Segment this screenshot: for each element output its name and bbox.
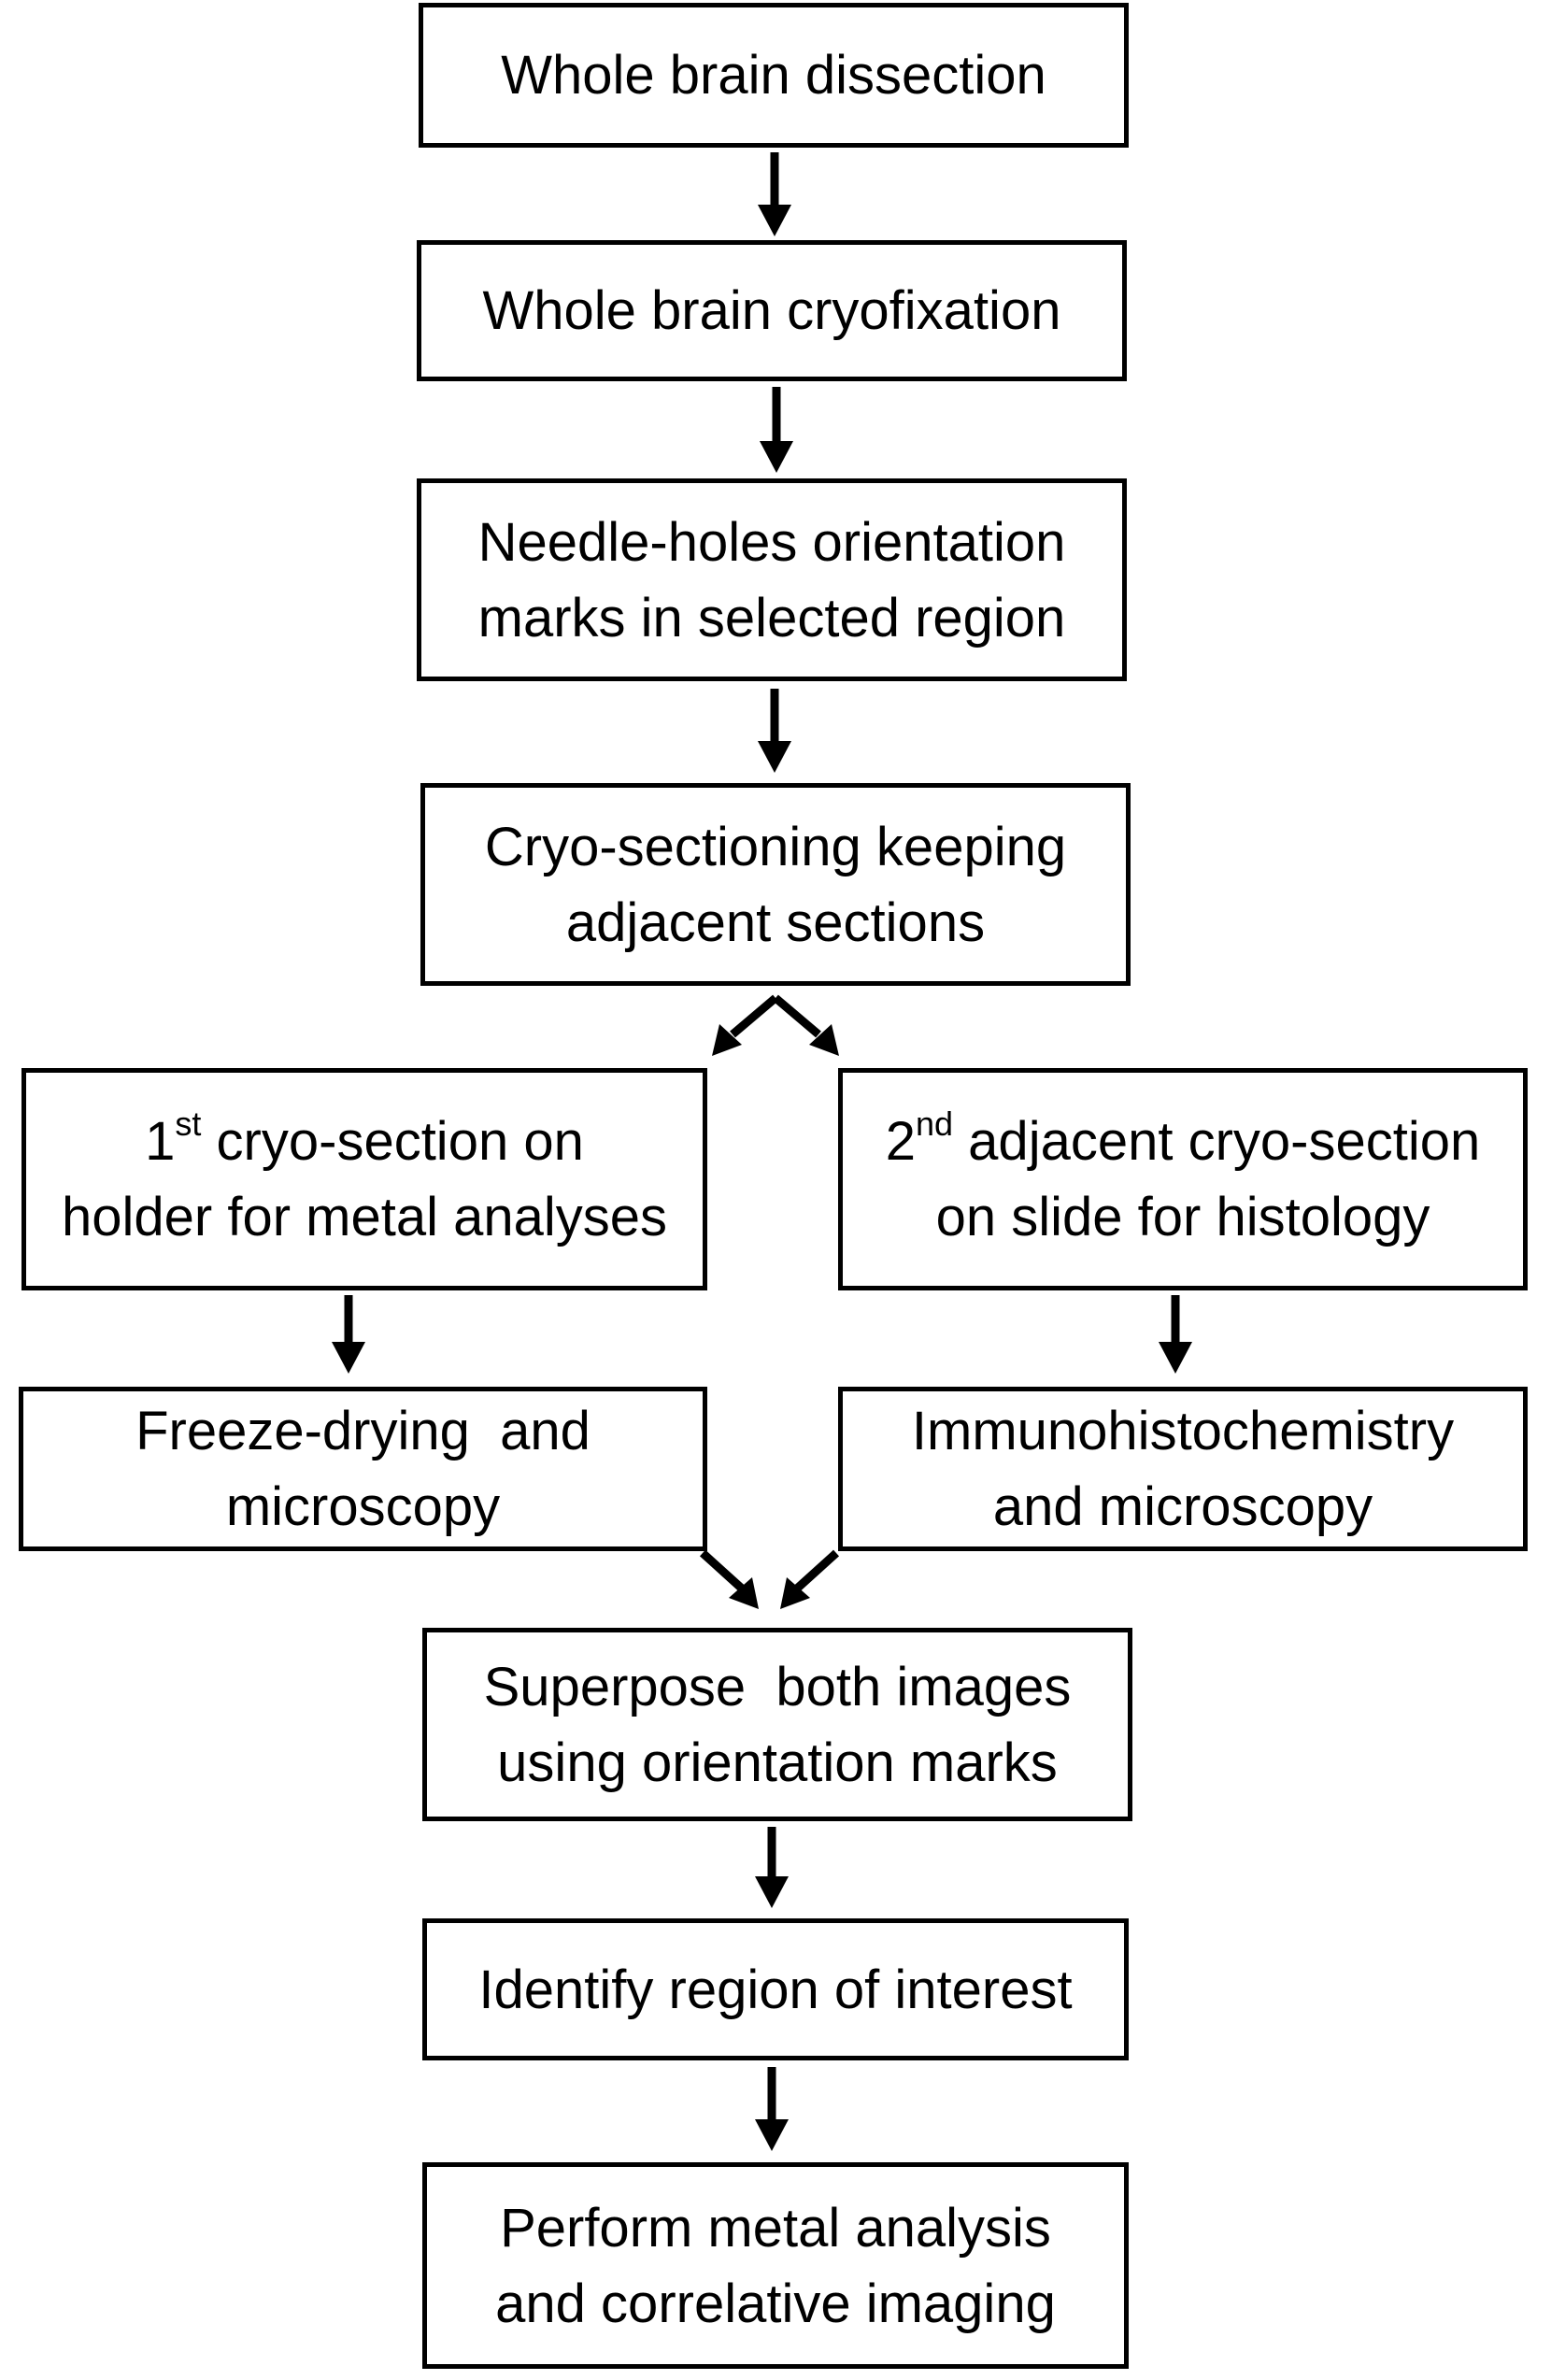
ordinal-suffix: st: [175, 1104, 202, 1143]
step-label-line1: Perform metal analysis: [500, 2197, 1051, 2259]
arrowhead: [755, 2119, 789, 2151]
ordinal-number: 2: [885, 1111, 917, 1172]
step-label-line2: and microscopy: [992, 1476, 1373, 1537]
step-label-line1: Freeze-drying and: [135, 1401, 591, 1461]
arrow-merge-from-left: [699, 1549, 746, 1592]
step-label-line1: Needle-holes orientation: [477, 511, 1066, 573]
arrowhead: [332, 1342, 365, 1374]
arrow-split-right: [773, 994, 821, 1038]
ordinal-number: 1: [145, 1111, 176, 1172]
arrowhead: [809, 1024, 839, 1056]
step-label-line2: marks in selected region: [477, 587, 1066, 648]
arrowhead: [729, 1577, 759, 1609]
step-label-line1: 1st cryo-section on: [145, 1104, 584, 1179]
step-label-line2: using orientation marks: [497, 1732, 1058, 1793]
step-cryo-sectioning: Cryo-sectioning keeping adjacent section…: [420, 783, 1131, 986]
step-label-line2: on slide for histology: [935, 1187, 1430, 1247]
step-whole-brain-dissection: Whole brain dissection: [419, 3, 1129, 148]
step-label-line2: microscopy: [225, 1476, 501, 1537]
step-label-line1-rest: adjacent cryo-section: [953, 1111, 1481, 1172]
arrowhead: [758, 205, 791, 236]
arrowhead: [712, 1024, 742, 1056]
arrowhead: [758, 741, 791, 773]
arrowhead: [755, 1876, 789, 1908]
step-label-line1: Cryo-sectioning keeping: [484, 816, 1067, 877]
step-label-line1: Immunohistochemistry: [911, 1401, 1455, 1461]
arrow-merge-from-right: [793, 1549, 840, 1592]
step-whole-brain-cryofixation: Whole brain cryofixation: [417, 240, 1127, 381]
step-identify-region-of-interest: Identify region of interest: [422, 1918, 1129, 2060]
arrow-split-left: [730, 994, 778, 1038]
arrowhead: [780, 1577, 810, 1609]
step-label-line1: Superpose both images: [483, 1656, 1072, 1717]
step-label-line1-rest: cryo-section on: [201, 1111, 584, 1172]
step-label: Identify region of interest: [478, 1959, 1073, 2020]
step-superpose-images: Superpose both images using orientation …: [422, 1628, 1132, 1821]
ordinal-suffix: nd: [916, 1104, 954, 1143]
step-label-line2: adjacent sections: [565, 891, 986, 953]
step-perform-metal-analysis: Perform metal analysis and correlative i…: [422, 2162, 1129, 2369]
step-label: Whole brain cryofixation: [482, 280, 1061, 341]
step-label-line1: 2nd adjacent cryo-section: [886, 1104, 1480, 1179]
step-needle-holes-orientation-marks: Needle-holes orientation marks in select…: [417, 478, 1127, 681]
step-freeze-drying: Freeze-drying and microscopy: [19, 1387, 707, 1551]
arrowhead: [1159, 1342, 1192, 1374]
step-first-cryo-section: 1st cryo-section on holder for metal ana…: [21, 1068, 707, 1290]
step-immunohistochemistry: Immunohistochemistry and microscopy: [838, 1387, 1528, 1551]
arrowhead: [760, 441, 793, 473]
step-label: Whole brain dissection: [501, 45, 1046, 106]
step-label-line2: holder for metal analyses: [62, 1187, 667, 1247]
step-label-line2: and correlative imaging: [495, 2273, 1056, 2334]
step-second-adjacent-cryo-section: 2nd adjacent cryo-section on slide for h…: [838, 1068, 1528, 1290]
